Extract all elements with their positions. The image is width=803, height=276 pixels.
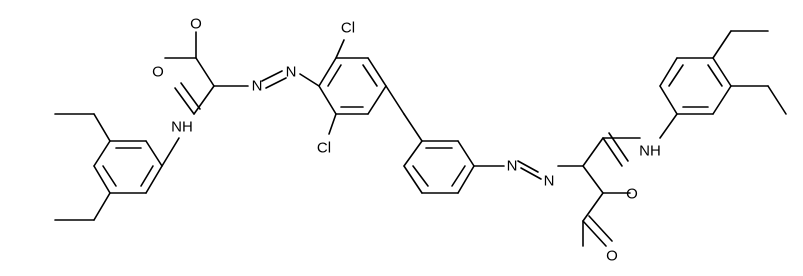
bond-layer <box>54 30 787 247</box>
atom-cl-top: Cl <box>341 20 355 37</box>
atom-o-acetyl-left: O <box>190 16 202 33</box>
atom-n2-left: N <box>286 64 297 81</box>
atom-o-acetyl-right: O <box>606 248 618 265</box>
atom-n1-right: N <box>507 158 518 175</box>
atom-n2-right: N <box>544 173 555 190</box>
atom-nh-right: NH <box>639 143 661 160</box>
atom-cl-bottom: Cl <box>317 140 331 157</box>
atom-label-layer: O O NH N N Cl Cl N N NH O O <box>152 16 661 265</box>
atom-nh-left: NH <box>171 119 193 136</box>
atom-o-amide-right: O <box>626 186 638 203</box>
atom-o-amide-left: O <box>152 64 164 81</box>
atom-n1-left: N <box>252 78 263 95</box>
